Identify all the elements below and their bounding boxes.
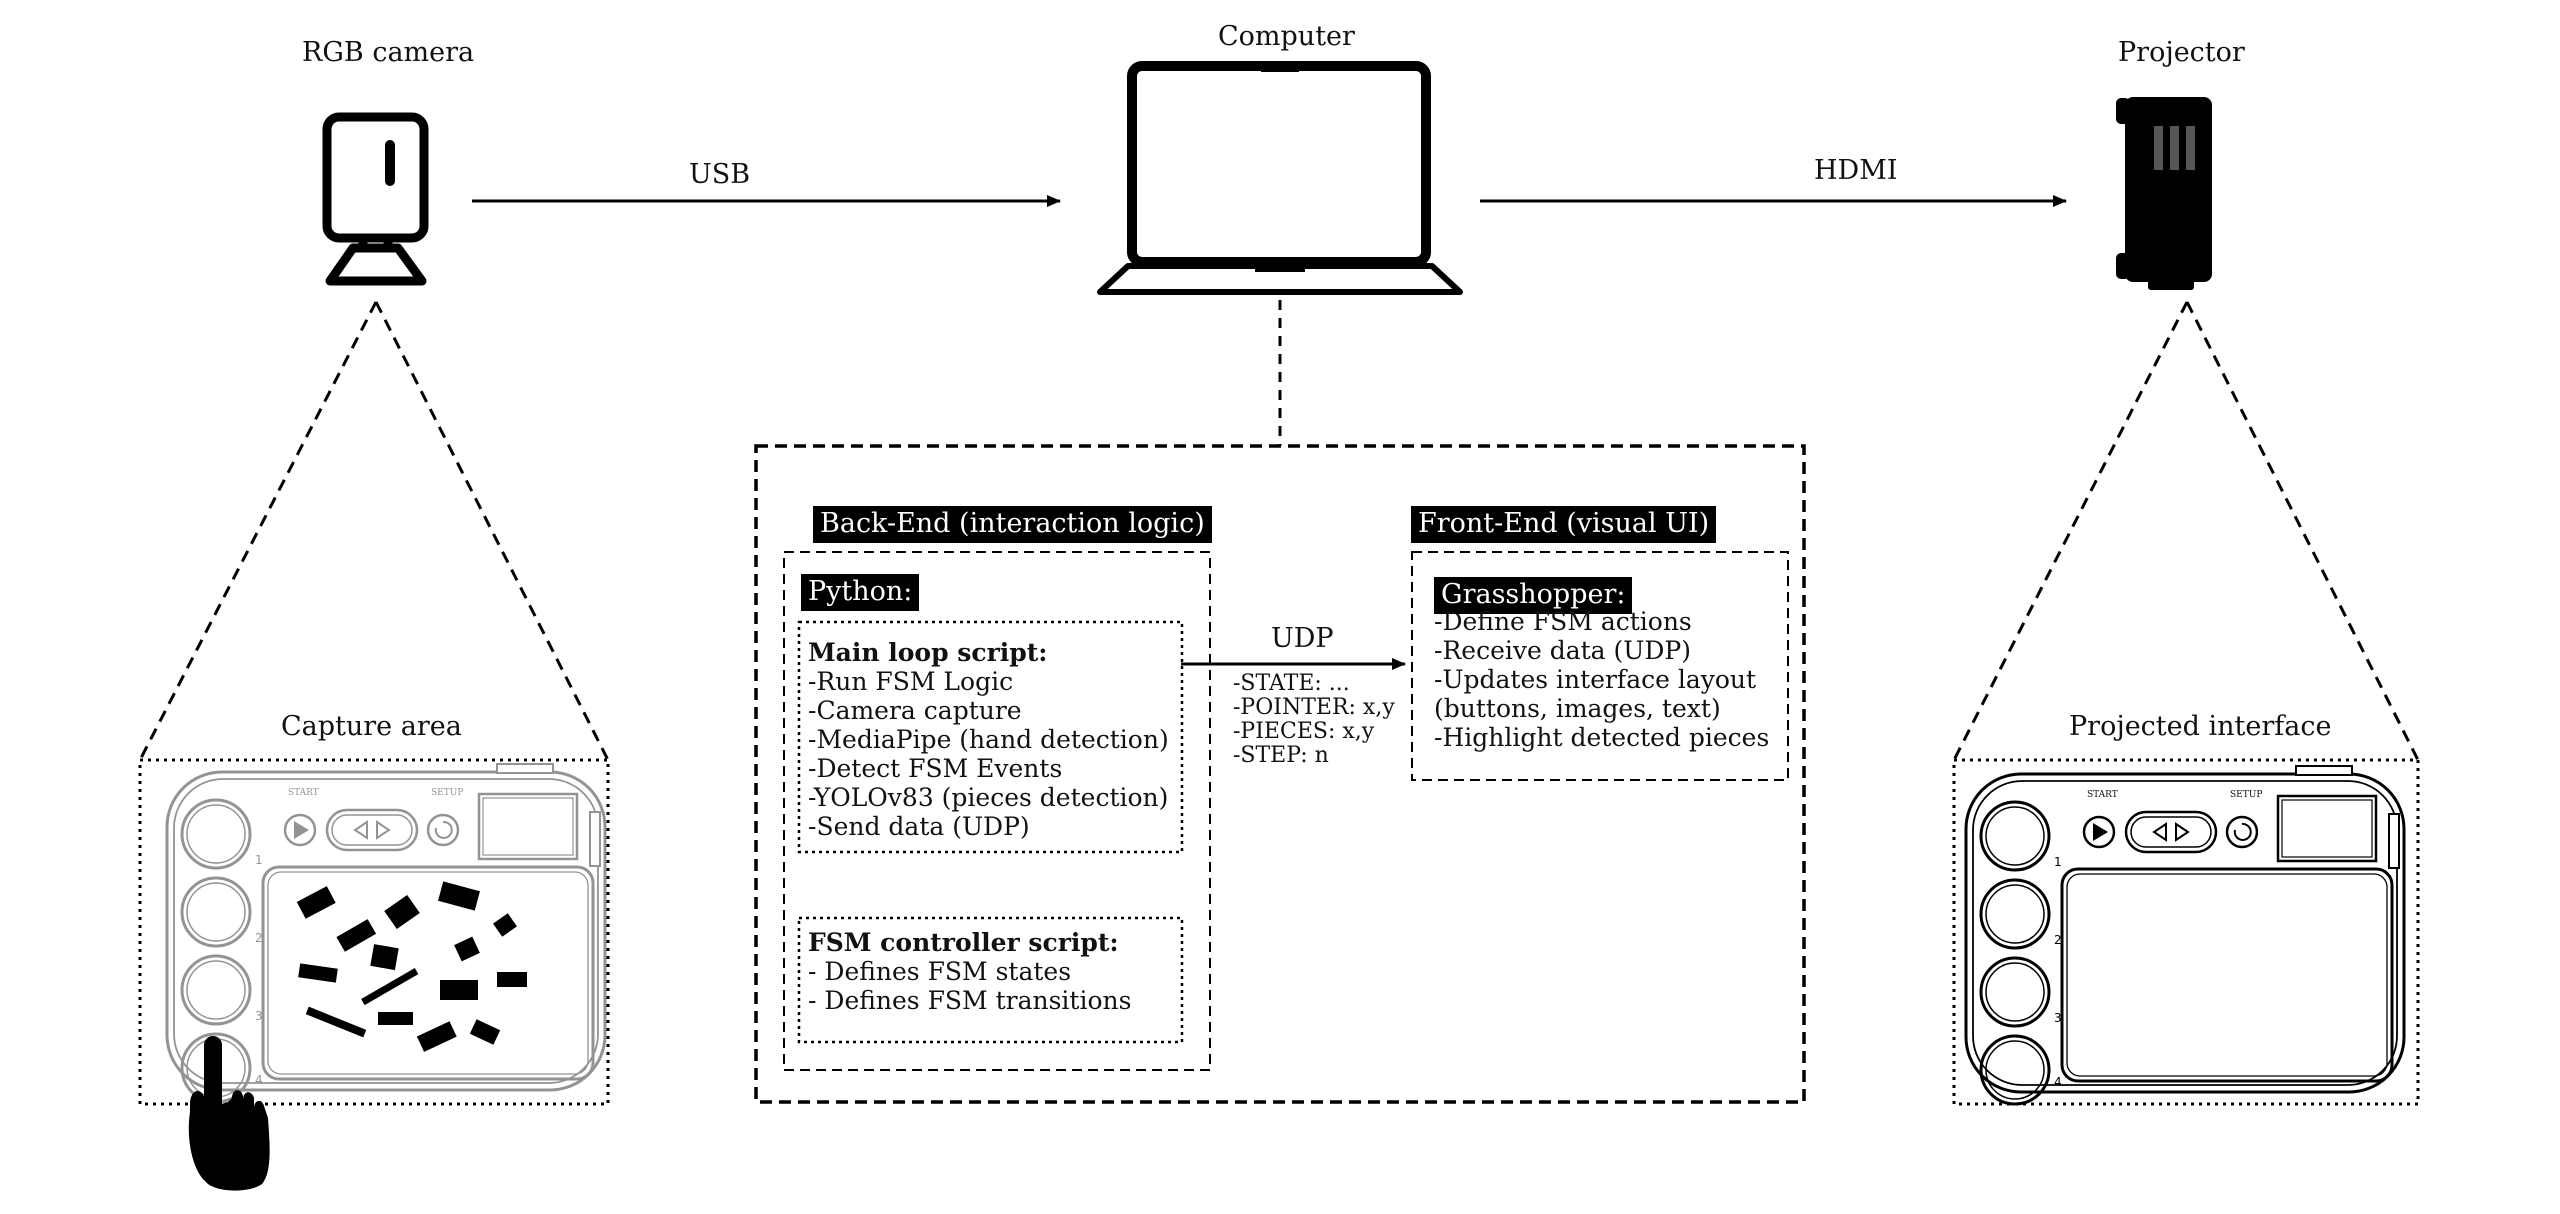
backend-box bbox=[783, 551, 1211, 1071]
udp-field: -PIECES: x,y bbox=[1233, 719, 1375, 744]
projected-start-label: START bbox=[2087, 790, 2118, 800]
projection-cone bbox=[1952, 301, 2420, 761]
controller-title: FSM controller script: bbox=[808, 928, 1119, 957]
frontend-language: Grasshopper: bbox=[1434, 577, 1633, 614]
captured-start-label: START bbox=[288, 788, 319, 798]
projector-icon bbox=[2116, 97, 2212, 290]
camera-icon bbox=[322, 112, 429, 286]
backend-language: Python: bbox=[801, 574, 920, 611]
frontend-box bbox=[1411, 551, 1789, 781]
capture-cone bbox=[138, 301, 610, 761]
frontend-item: (buttons, images, text) bbox=[1434, 694, 1721, 723]
udp-field: -STATE: ... bbox=[1233, 671, 1350, 696]
hand-icon bbox=[188, 1036, 270, 1191]
laptop-icon bbox=[1097, 61, 1463, 295]
hdmi-label: HDMI bbox=[1814, 155, 1898, 186]
controller-box bbox=[797, 916, 1184, 1044]
captured-setup-label: SETUP bbox=[431, 788, 464, 798]
main-loop-item: -Camera capture bbox=[808, 696, 1022, 725]
backend-title: Back-End (interaction logic) bbox=[813, 506, 1212, 543]
usb-label: USB bbox=[689, 159, 751, 190]
computer-label: Computer bbox=[1218, 21, 1355, 52]
controller-item: - Defines FSM states bbox=[808, 957, 1072, 986]
projected-setup-label: SETUP bbox=[2230, 790, 2263, 800]
main-loop-item: -Detect FSM Events bbox=[808, 754, 1063, 783]
frontend-item: -Define FSM actions bbox=[1434, 607, 1692, 636]
detected-pieces bbox=[296, 881, 527, 1052]
udp-field: -STEP: n bbox=[1233, 743, 1329, 768]
frontend-title: Front-End (visual UI) bbox=[1411, 506, 1717, 543]
frontend-item: -Receive data (UDP) bbox=[1434, 636, 1691, 665]
udp-field: -POINTER: x,y bbox=[1233, 695, 1395, 720]
controller-item: - Defines FSM transitions bbox=[808, 986, 1132, 1015]
main-loop-box bbox=[797, 620, 1184, 854]
frontend-item: -Updates interface layout bbox=[1434, 665, 1757, 694]
main-loop-item: -YOLOv83 (pieces detection) bbox=[808, 783, 1169, 812]
projector-label: Projector bbox=[2118, 37, 2245, 68]
main-loop-item: -MediaPipe (hand detection) bbox=[808, 725, 1169, 754]
udp-label: UDP bbox=[1271, 623, 1334, 654]
main-loop-item: -Run FSM Logic bbox=[808, 667, 1014, 696]
projected-device bbox=[1964, 764, 2406, 1106]
capture-area-label: Capture area bbox=[281, 711, 462, 742]
software-box bbox=[754, 444, 1806, 1104]
capture-area-frame bbox=[138, 758, 610, 1106]
captured-device bbox=[165, 762, 607, 1104]
frontend-item: -Highlight detected pieces bbox=[1434, 723, 1770, 752]
main-loop-item: -Send data (UDP) bbox=[808, 812, 1030, 841]
projected-area-frame bbox=[1952, 758, 2420, 1106]
projected-interface-label: Projected interface bbox=[2069, 711, 2332, 742]
main-loop-title: Main loop script: bbox=[808, 638, 1048, 667]
camera-label: RGB camera bbox=[302, 37, 475, 68]
